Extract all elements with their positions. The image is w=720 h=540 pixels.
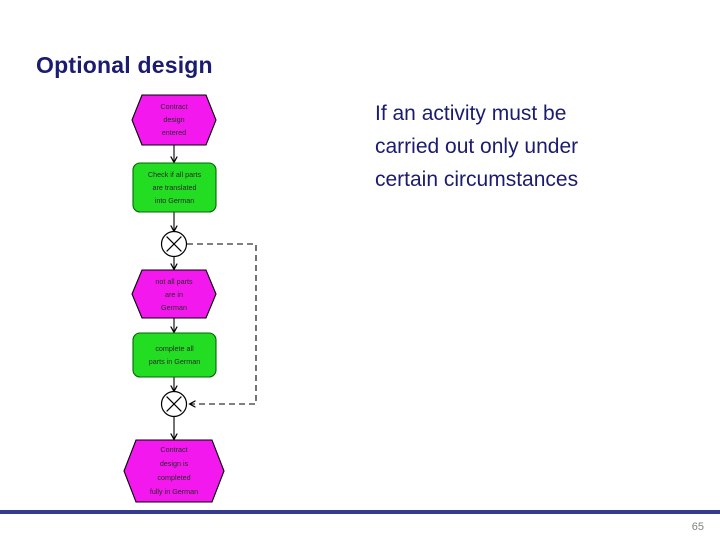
event-contract-completed-line-4: fully in German <box>150 487 198 496</box>
event-not-all-german-line-3: German <box>161 303 187 312</box>
footer-divider <box>0 510 720 514</box>
page-title: Optional design <box>36 52 213 78</box>
function-complete-parts[interactable]: complete all parts in German <box>132 332 217 378</box>
function-rect-shape <box>132 162 217 213</box>
function-complete-parts-line-2: parts in German <box>149 357 201 366</box>
page-number: 65 <box>691 521 704 533</box>
gateway-xor-join[interactable] <box>160 390 188 418</box>
caption-line-1: If an activity must be <box>375 102 567 125</box>
function-rect-shape <box>132 332 217 378</box>
xor-icon <box>166 236 182 252</box>
function-check-translation-line-1: Check if all parts <box>148 170 202 179</box>
event-contract-completed-line-2: design is <box>160 459 189 468</box>
event-contract-entered-line-3: entered <box>162 128 186 137</box>
event-not-all-german-line-1: not all parts <box>155 277 193 286</box>
gateway-xor-split[interactable] <box>160 230 188 258</box>
function-complete-parts-line-1: complete all <box>155 344 194 353</box>
event-hexagon-shape <box>131 94 217 146</box>
xor-icon <box>166 396 182 412</box>
event-contract-completed-line-1: Contract <box>160 445 187 454</box>
event-hexagon-shape <box>123 439 225 503</box>
caption-line-2: carried out only under <box>375 135 579 158</box>
event-contract-completed-line-3: completed <box>157 473 190 482</box>
event-hexagon-shape <box>131 269 217 319</box>
function-check-translation-line-3: into German <box>155 196 195 205</box>
function-check-translation-line-2: are translated <box>153 183 197 192</box>
event-contract-completed[interactable]: Contract design is completed fully in Ge… <box>123 439 225 503</box>
caption-line-3: certain circumstances <box>375 168 579 191</box>
event-not-all-german-line-2: are in <box>165 290 183 299</box>
caption-text: If an activity must be carried out only … <box>375 97 675 196</box>
connector-flow-bypass <box>187 243 257 404</box>
event-contract-entered-line-2: design <box>163 115 184 124</box>
function-check-translation[interactable]: Check if all parts are translated into G… <box>132 162 217 213</box>
event-contract-entered[interactable]: Contract design entered <box>131 94 217 146</box>
event-contract-entered-line-1: Contract <box>160 102 187 111</box>
event-not-all-german[interactable]: not all parts are in German <box>131 269 217 319</box>
